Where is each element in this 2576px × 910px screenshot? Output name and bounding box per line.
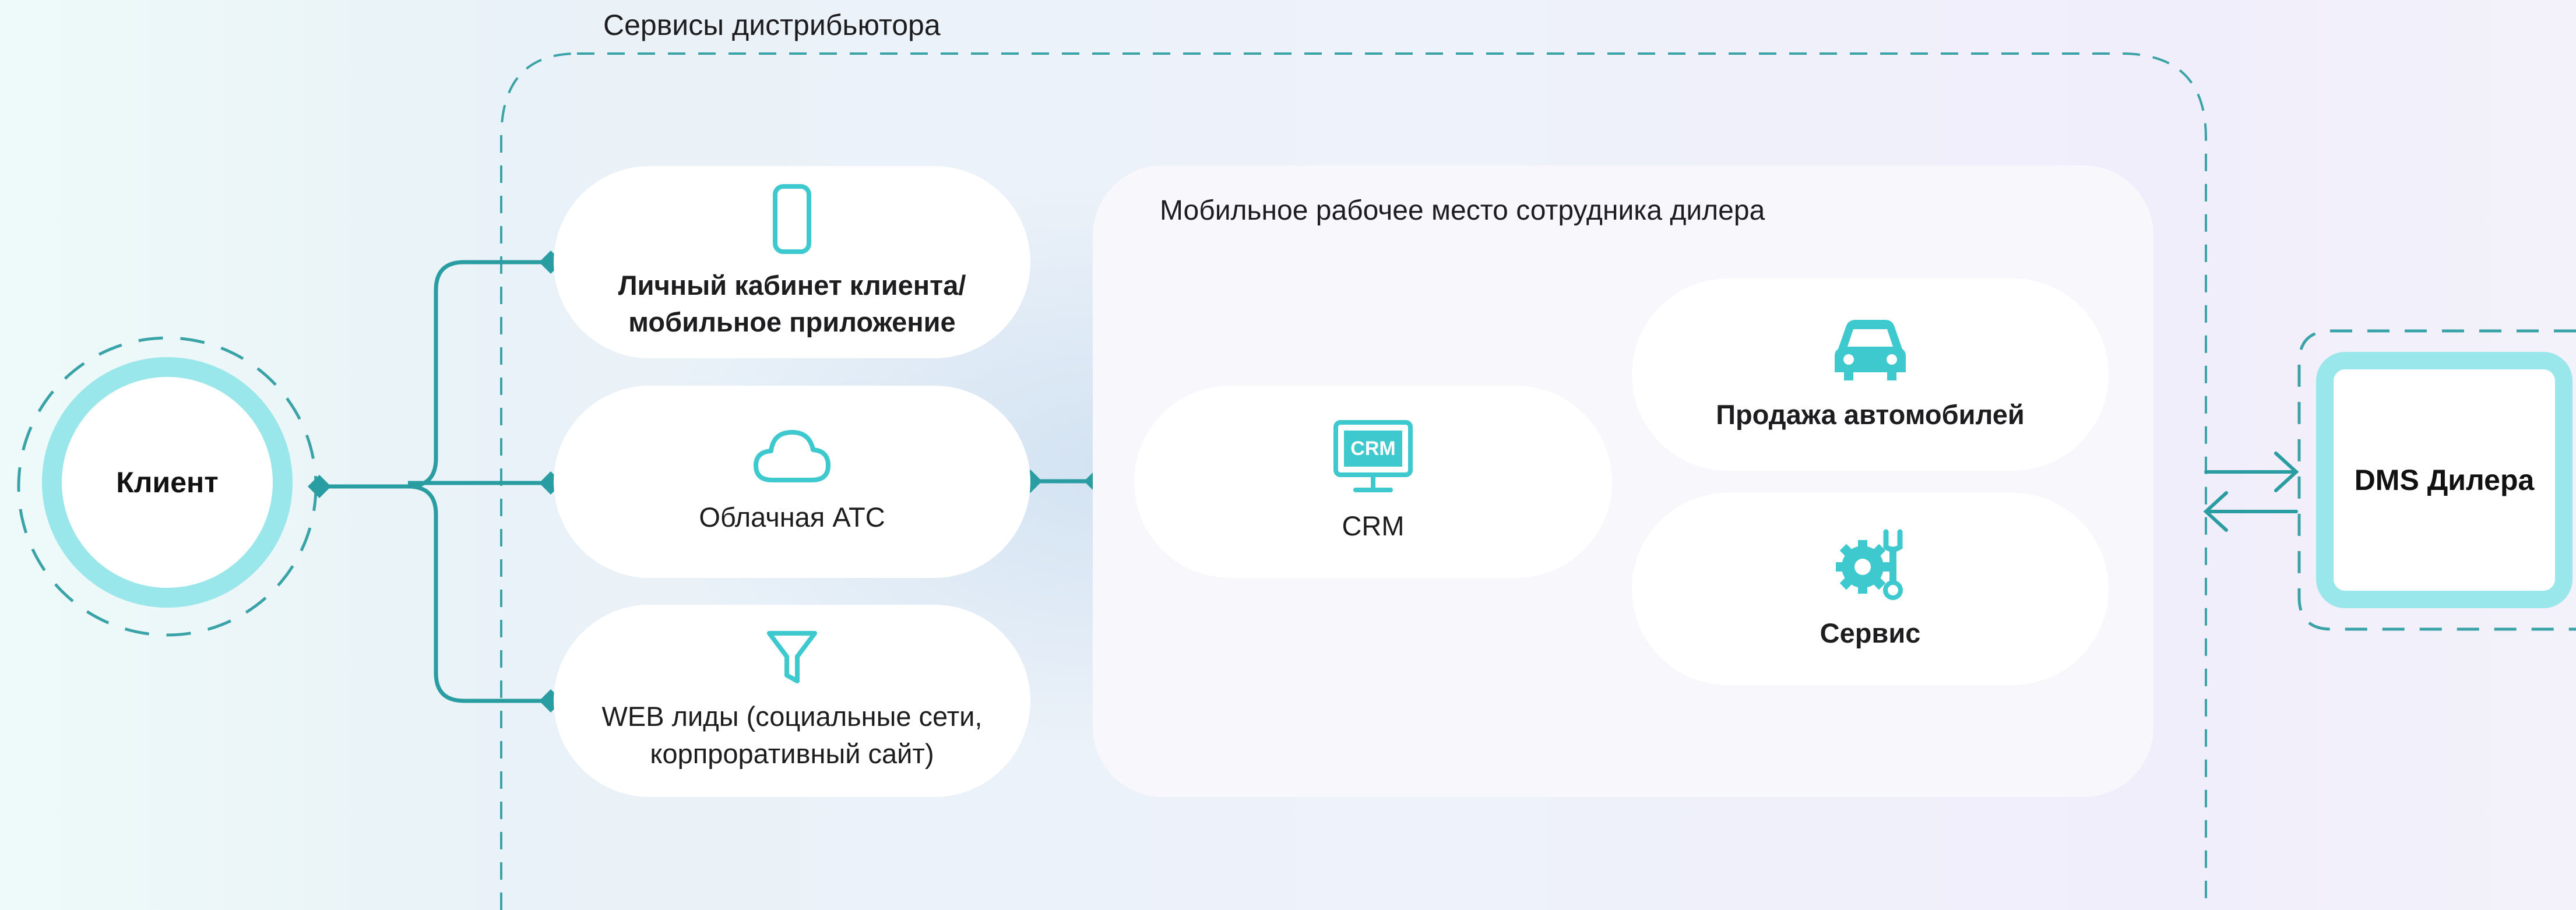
client-label: Клиент	[116, 466, 219, 499]
dms-node: DMS Дилера	[2316, 352, 2573, 608]
service-cloud-ats: Облачная АТС	[554, 386, 1030, 578]
client-branches	[319, 260, 551, 703]
cloud-icon	[754, 430, 830, 483]
module-label: Продажа автомобилей	[1716, 398, 2025, 430]
service-label-line1: Личный кабинет клиента/	[618, 269, 966, 301]
dms-dashed-frame	[2297, 329, 2576, 631]
module-label: Сервис	[1820, 618, 1921, 649]
dms-label: DMS Дилера	[2354, 464, 2535, 496]
service-label-line1: Облачная АТС	[699, 502, 885, 533]
crm-icon-text: CRM	[1350, 438, 1395, 460]
client-node: Клиент	[42, 357, 293, 608]
dms-arrows	[2203, 452, 2299, 532]
module-service: Сервис	[1632, 493, 2109, 685]
crm-label: CRM	[1342, 510, 1405, 542]
service-web-leads: WEB лиды (социальные сети, корпроративны…	[554, 605, 1030, 797]
service-label-line2: мобильное приложение	[628, 306, 956, 337]
funnel-icon	[767, 631, 817, 684]
service-label-line2: корпроративный сайт)	[650, 738, 934, 769]
crm-node: CRM CRM	[1134, 386, 1612, 578]
car-icon	[1835, 319, 1906, 380]
crm-monitor-icon: CRM	[1333, 420, 1413, 493]
section-title: Сервисы дистрибьютора	[603, 9, 941, 41]
dealer-workplace-title: Мобильное рабочее место сотрудника дилер…	[1160, 195, 1765, 226]
distributor-boundary	[500, 52, 2207, 910]
smartphone-icon	[773, 184, 811, 254]
service-personal-account: Личный кабинет клиента/ мобильное прилож…	[554, 166, 1030, 358]
service-label-line1: WEB лиды (социальные сети,	[601, 701, 983, 732]
module-car-sales: Продажа автомобилей	[1632, 278, 2109, 471]
gear-wrench-icon	[1836, 529, 1903, 601]
